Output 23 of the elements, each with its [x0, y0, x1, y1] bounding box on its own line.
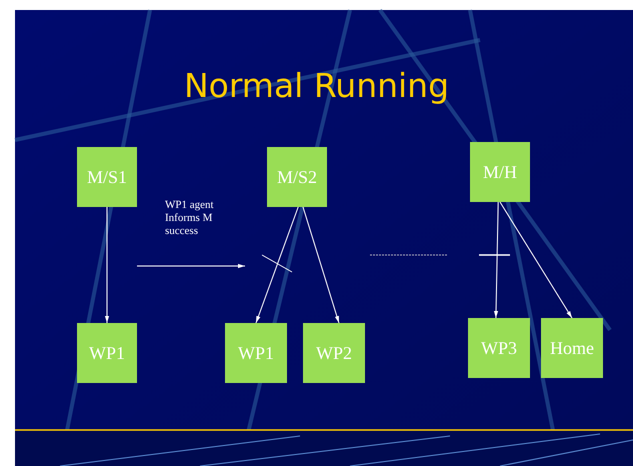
node-label: WP2 [316, 342, 352, 364]
process-box [541, 318, 603, 378]
process-box [267, 147, 327, 207]
node-label: WP3 [481, 338, 517, 358]
process-box [77, 323, 137, 383]
arrow [256, 206, 299, 324]
node-label: M/H [482, 162, 517, 182]
node-label: M/S1 [86, 166, 128, 188]
node-label: WP1 [89, 342, 125, 364]
process-box [468, 318, 530, 378]
arrow [500, 202, 572, 318]
process-box [77, 147, 137, 207]
arrow [302, 206, 340, 324]
arrow [494, 202, 499, 318]
node-label: Home [550, 338, 594, 358]
process-box [303, 323, 365, 383]
node-label: M/S2 [276, 166, 318, 188]
annotation-text: WP1 agent Informs M success [165, 199, 215, 238]
arrow [104, 206, 110, 324]
node-label: WP1 [238, 342, 274, 364]
process-box [225, 323, 287, 383]
slide-title: Normal Running [182, 66, 450, 105]
process-box [470, 142, 530, 202]
